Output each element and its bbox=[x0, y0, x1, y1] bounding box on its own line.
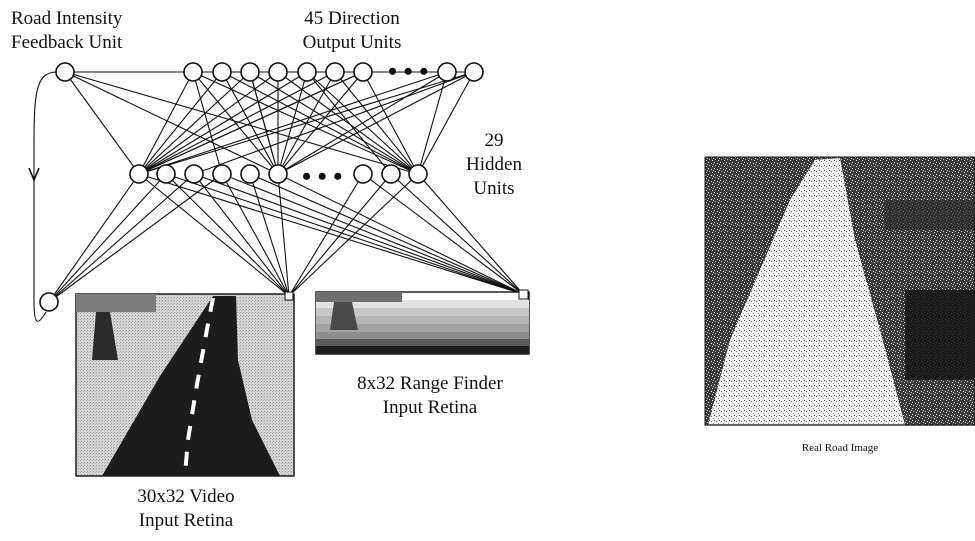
hidden-unit-node bbox=[381, 164, 401, 184]
hidden-output-connection bbox=[138, 71, 364, 175]
output-unit-node bbox=[297, 62, 317, 82]
output-unit-node bbox=[325, 62, 345, 82]
feedback-input-node bbox=[39, 292, 59, 312]
output-units-label: 45 Direction Output Units bbox=[303, 8, 402, 53]
svg-text:Road Intensity: Road Intensity bbox=[11, 8, 123, 29]
hidden-unit-node bbox=[240, 164, 260, 184]
feedback-input-connection bbox=[48, 173, 195, 303]
feedback-output-node bbox=[55, 62, 75, 82]
hidden-output-connection bbox=[192, 71, 419, 175]
range-hidden-connection bbox=[362, 173, 524, 295]
real-road-image bbox=[704, 156, 975, 426]
hidden-unit-node bbox=[268, 164, 288, 184]
feedback-hidden-connection bbox=[64, 71, 419, 175]
range-hidden-connection bbox=[138, 173, 524, 295]
hidden-output-connection bbox=[138, 71, 279, 175]
hidden-unit-node bbox=[353, 164, 373, 184]
hidden-unit-node bbox=[212, 164, 232, 184]
hidden-output-connection bbox=[138, 71, 223, 175]
video-input-retina bbox=[75, 291, 295, 477]
hidden-output-connection bbox=[192, 71, 279, 175]
video-hidden-connection bbox=[277, 173, 290, 297]
output-ellipsis: • • • bbox=[388, 57, 428, 86]
hidden-output-connection bbox=[277, 71, 419, 175]
range-hidden-connection bbox=[249, 173, 524, 295]
feedback-loop-arc bbox=[33, 71, 58, 322]
video-hidden-connection bbox=[165, 173, 290, 297]
hidden-units-label: 29 Hidden Units bbox=[466, 130, 522, 199]
svg-text:Output Units: Output Units bbox=[303, 32, 402, 53]
network-nodes bbox=[39, 62, 484, 312]
range-finder-label: 8x32 Range Finder Input Retina bbox=[357, 373, 503, 418]
hidden-unit-node bbox=[156, 164, 176, 184]
hidden-output-connection bbox=[138, 71, 194, 175]
range-hidden-connection bbox=[277, 173, 524, 295]
output-unit-node bbox=[183, 62, 203, 82]
hidden-ellipsis: • • • bbox=[302, 162, 342, 191]
hidden-output-connection bbox=[417, 71, 475, 175]
hidden-unit-node bbox=[129, 164, 149, 184]
hidden-output-connection bbox=[334, 71, 419, 175]
feedback-unit-label: Road Intensity Feedback Unit bbox=[11, 8, 123, 53]
feedback-input-connection bbox=[48, 173, 140, 303]
svg-text:8x32 Range Finder: 8x32 Range Finder bbox=[357, 373, 503, 394]
output-unit-node bbox=[240, 62, 260, 82]
range-hidden-connection bbox=[193, 173, 524, 295]
hidden-unit-node bbox=[184, 164, 204, 184]
range-finder-retina bbox=[315, 289, 530, 355]
output-unit-node bbox=[437, 62, 457, 82]
range-hidden-connection bbox=[221, 173, 524, 295]
video-hidden-connection bbox=[288, 173, 419, 297]
output-unit-node bbox=[268, 62, 288, 82]
feedback-arrow-icon bbox=[28, 167, 40, 183]
svg-text:30x32 Video: 30x32 Video bbox=[137, 486, 234, 507]
hidden-unit-node bbox=[408, 164, 428, 184]
video-hidden-connection bbox=[288, 173, 364, 297]
svg-text:29: 29 bbox=[485, 130, 504, 151]
svg-text:Units: Units bbox=[473, 178, 514, 199]
video-hidden-connection bbox=[249, 173, 290, 297]
svg-text:Input Retina: Input Retina bbox=[383, 397, 478, 418]
svg-text:Input Retina: Input Retina bbox=[139, 510, 234, 531]
output-unit-node bbox=[212, 62, 232, 82]
feedback-input-connection bbox=[48, 173, 167, 303]
hidden-output-connection bbox=[362, 71, 419, 175]
output-unit-node bbox=[464, 62, 484, 82]
range-hidden-connection bbox=[390, 173, 524, 295]
hidden-output-connection bbox=[192, 71, 223, 175]
feedback-hidden-connection bbox=[64, 71, 279, 175]
range-hidden-connection bbox=[165, 173, 524, 295]
hidden-output-connection bbox=[193, 71, 475, 175]
road-center-line bbox=[183, 297, 215, 475]
video-retina-label: 30x32 Video Input Retina bbox=[137, 486, 234, 531]
output-unit-node bbox=[353, 62, 373, 82]
video-hidden-connection bbox=[138, 173, 290, 297]
svg-text:Feedback Unit: Feedback Unit bbox=[11, 32, 123, 53]
network-connections bbox=[48, 71, 524, 303]
video-hidden-connection bbox=[221, 173, 290, 297]
video-hidden-connection bbox=[288, 173, 392, 297]
feedback-input-connection bbox=[48, 173, 223, 303]
hidden-output-connection bbox=[417, 71, 448, 175]
video-hidden-connection bbox=[193, 173, 290, 297]
feedback-hidden-connection bbox=[64, 71, 140, 175]
hidden-output-connection bbox=[306, 71, 392, 175]
real-road-caption: Real Road Image bbox=[802, 442, 878, 454]
hidden-output-connection bbox=[249, 71, 279, 175]
hidden-output-connection bbox=[138, 71, 251, 175]
svg-text:Hidden: Hidden bbox=[466, 154, 522, 175]
svg-text:45 Direction: 45 Direction bbox=[304, 8, 400, 29]
range-hidden-connection bbox=[417, 173, 524, 295]
